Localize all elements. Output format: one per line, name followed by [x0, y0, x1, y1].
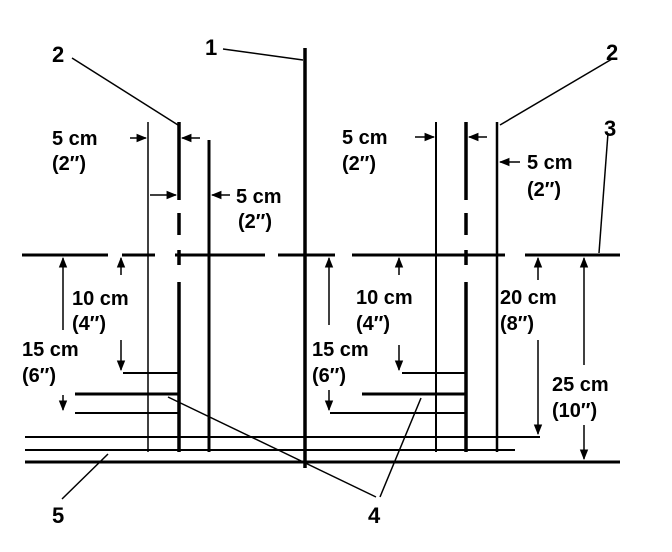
depth-25-imperial: (10″) — [552, 400, 597, 422]
left-spacing-a-imperial: (2″) — [52, 153, 86, 175]
right-bars — [330, 372, 466, 414]
right-spacing-b-metric: 5 cm — [527, 152, 573, 174]
callout-5: 5 — [52, 503, 64, 528]
left-spacing-b-imperial: (2″) — [238, 211, 272, 233]
bottom-lines — [25, 436, 620, 464]
callout-2-right: 2 — [606, 40, 618, 65]
left-depth-short-imperial: (4″) — [72, 313, 106, 335]
left-spacing-b-metric: 5 cm — [236, 186, 282, 208]
depth-labels: 10 cm (4″) 15 cm (6″) 10 cm (4″) 15 cm (… — [22, 287, 609, 422]
callout-4: 4 — [368, 503, 381, 528]
left-bars — [75, 372, 179, 414]
spacing-arrows — [130, 132, 520, 200]
depth-25-metric: 25 cm — [552, 374, 609, 396]
right-spacing-a-metric: 5 cm — [342, 127, 388, 149]
spacing-labels: 5 cm (2″) 5 cm (2″) 5 cm (2″) 5 cm (2″) — [52, 127, 573, 233]
callout-3: 3 — [604, 116, 616, 141]
depth-20-imperial: (8″) — [500, 313, 534, 335]
right-depth-short-imperial: (4″) — [356, 313, 390, 335]
right-spacing-a-imperial: (2″) — [342, 153, 376, 175]
left-depth-long-imperial: (6″) — [22, 365, 56, 387]
callout-1: 1 — [205, 35, 217, 60]
leader-lines — [61, 48, 613, 500]
right-spacing-b-imperial: (2″) — [527, 179, 561, 201]
right-depth-long-metric: 15 cm — [312, 339, 369, 361]
right-depth-short-metric: 10 cm — [356, 287, 413, 309]
left-spacing-a-metric: 5 cm — [52, 128, 98, 150]
callout-2-left: 2 — [52, 42, 64, 67]
depth-arrows — [58, 256, 589, 461]
left-depth-long-metric: 15 cm — [22, 339, 79, 361]
depth-20-metric: 20 cm — [500, 287, 557, 309]
callouts: 1 2 2 3 4 5 — [52, 35, 618, 528]
right-depth-long-imperial: (6″) — [312, 365, 346, 387]
left-depth-short-metric: 10 cm — [72, 288, 129, 310]
